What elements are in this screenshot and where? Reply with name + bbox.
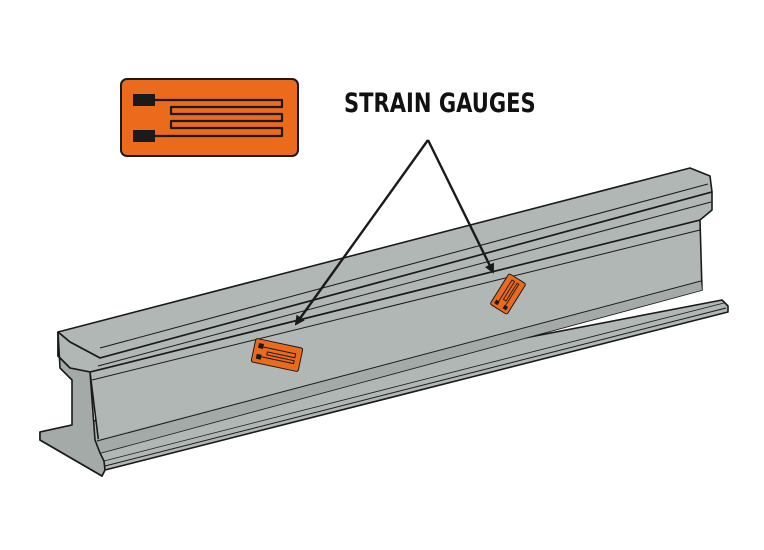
arrow-icon — [294, 139, 429, 326]
mounted-gauge-right — [490, 273, 526, 315]
rail-head-edge-1 — [99, 183, 709, 349]
rail-beam — [39, 167, 729, 477]
arrow-icon — [426, 139, 495, 274]
rail-end-face — [39, 331, 106, 477]
rail-head-edge-2 — [97, 201, 712, 367]
caption-strain-gauges: STRAIN GAUGES — [344, 88, 536, 119]
gauge-terminal-bottom — [133, 130, 155, 142]
rail-foot-edge — [104, 307, 727, 467]
gauge-grid — [155, 98, 284, 138]
rail-foot-edge-2 — [103, 302, 725, 462]
strain-gauge-icon — [120, 78, 299, 157]
rail-web-upper-curve — [91, 229, 701, 381]
gauge-terminal-top — [133, 94, 155, 106]
rail-web-shade — [95, 282, 702, 453]
mounted-gauge-left — [250, 338, 304, 372]
rail-web-lower-curve — [96, 280, 702, 442]
pointer-arrows — [294, 139, 495, 326]
